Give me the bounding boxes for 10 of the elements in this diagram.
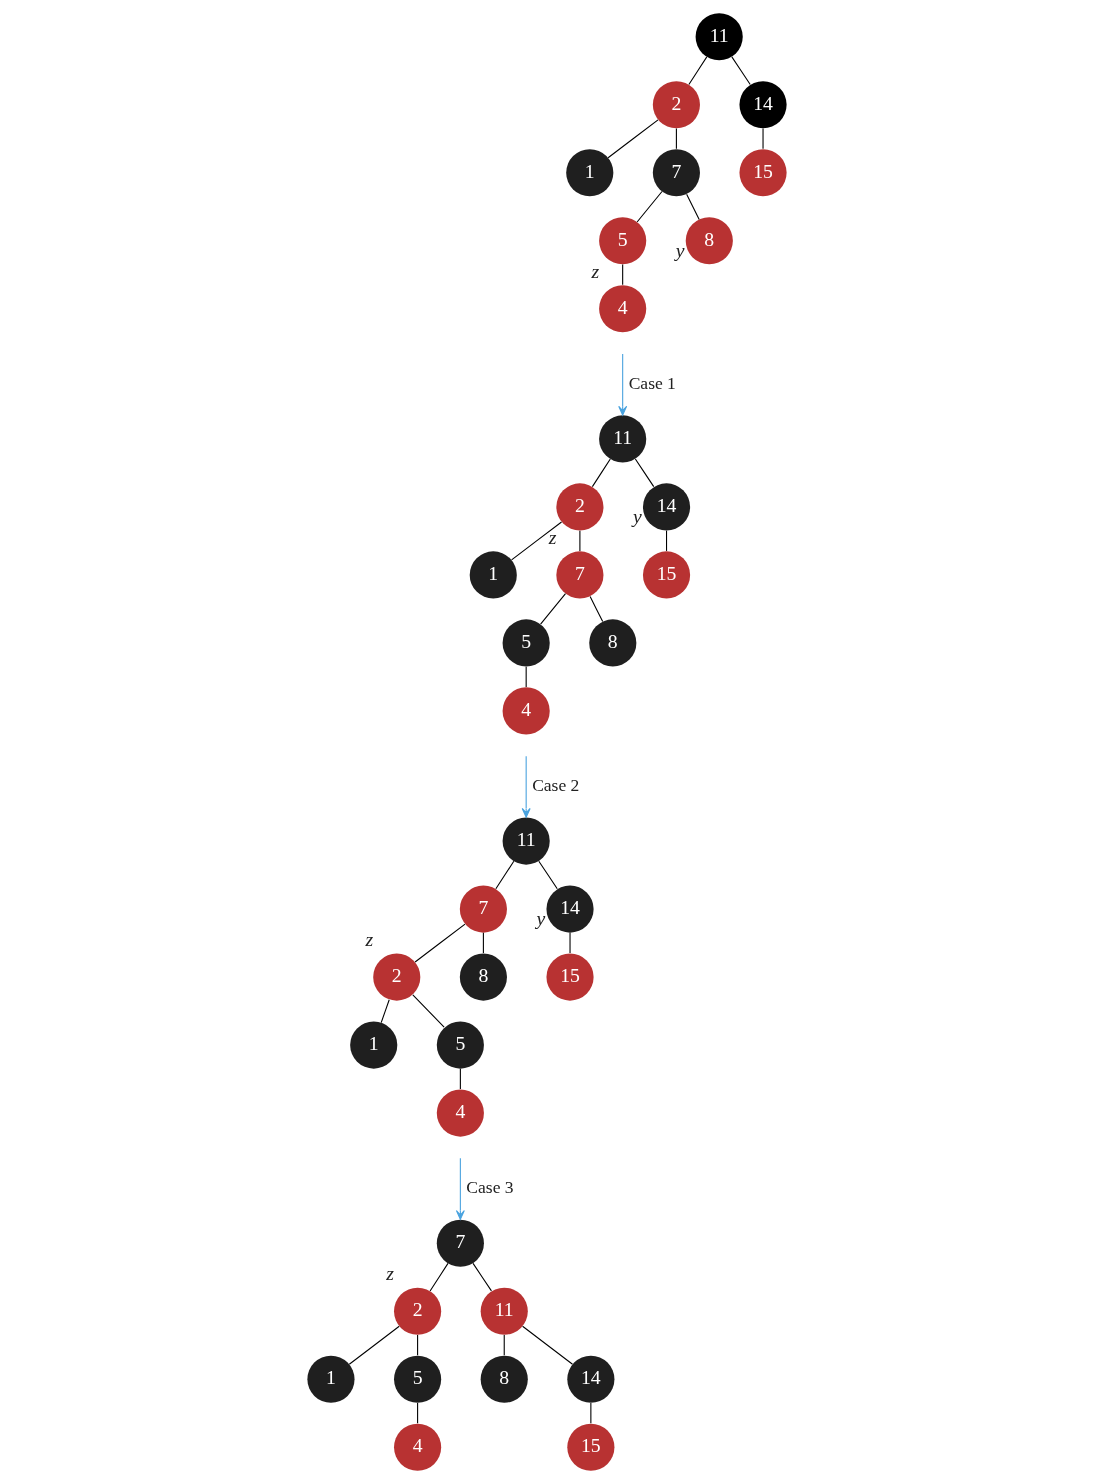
node-label: z — [365, 928, 374, 951]
node-label: y — [536, 907, 546, 930]
node-label: z — [591, 259, 600, 282]
edge-label: Case 2 — [532, 774, 580, 795]
node-label: z — [386, 1262, 395, 1285]
node-label: y — [675, 239, 685, 262]
node-label: z — [548, 526, 557, 549]
edge-label: Case 3 — [466, 1177, 514, 1198]
node-label: y — [633, 505, 642, 528]
edge-label: Case 1 — [628, 372, 676, 393]
